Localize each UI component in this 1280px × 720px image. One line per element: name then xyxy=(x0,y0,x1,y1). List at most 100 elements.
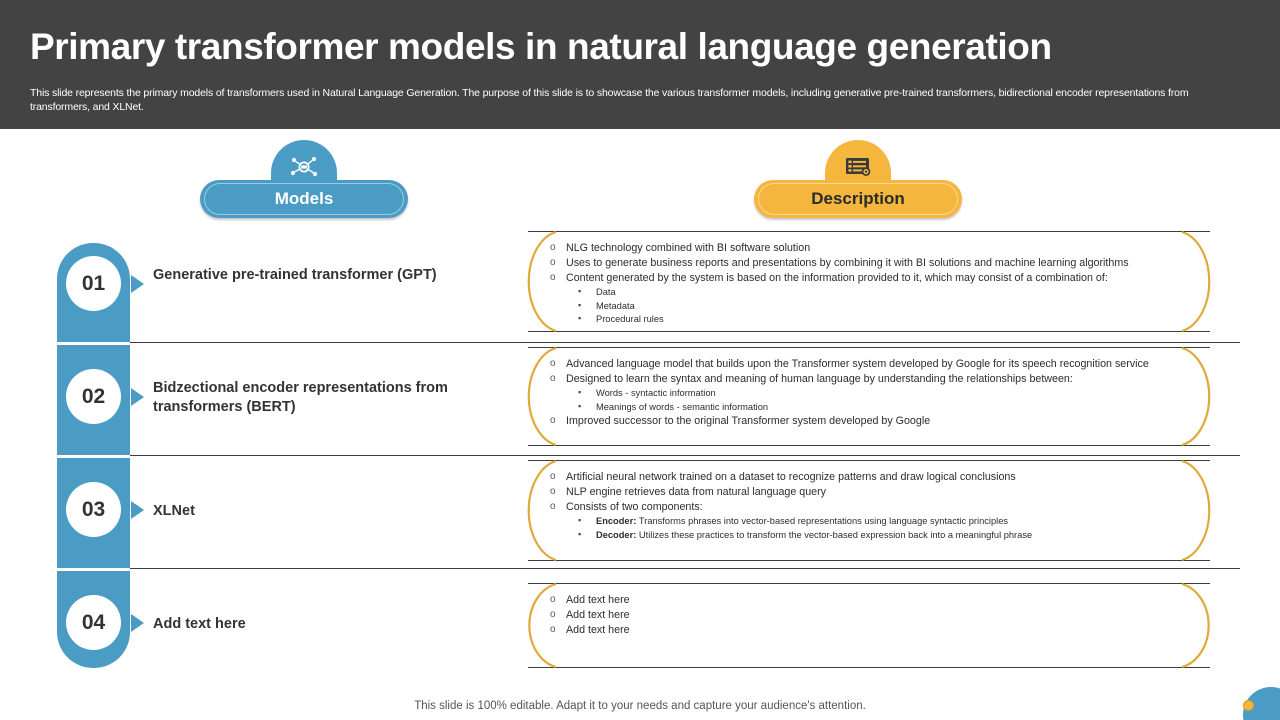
bullet-square-icon: ▪ xyxy=(578,313,582,324)
bullet-circle-icon: o xyxy=(550,486,556,498)
bullet-square-icon: ▪ xyxy=(578,400,582,411)
list-item-text: Metadata xyxy=(596,300,635,311)
list-item-text: Decoder: Utilizes these practices to tra… xyxy=(596,529,1033,540)
card-arc-right xyxy=(1180,347,1240,446)
page-title: Primary transformer models in natural la… xyxy=(30,26,1052,67)
row-pointer-icon xyxy=(131,388,144,406)
row-number-badge: 04 xyxy=(66,595,121,650)
slide-header: Primary transformer models in natural la… xyxy=(0,0,1280,129)
bullet-circle-icon: o xyxy=(550,609,556,621)
row-model-label: Add text here xyxy=(153,616,246,632)
list-item: o Add text here xyxy=(526,608,1204,623)
rail-notch-3 xyxy=(57,568,130,571)
list-item: o NLG technology combined with BI softwar… xyxy=(526,241,1204,256)
bullet-square-icon: ▪ xyxy=(578,387,582,398)
bullet-square-icon: ▪ xyxy=(578,299,582,310)
card-bottom-rule xyxy=(528,445,1210,446)
card-top-rule xyxy=(528,460,1210,461)
row-model-label: Generative pre-trained transformer (GPT) xyxy=(153,267,437,283)
row-pointer-icon xyxy=(131,275,144,293)
list-item: o Consists of two components: xyxy=(526,500,1204,515)
card-arc-right xyxy=(1180,231,1240,332)
list-item: ▪ Procedural rules xyxy=(526,313,1204,327)
row-separator xyxy=(130,568,1240,569)
list-item-text: Procedural rules xyxy=(596,314,664,325)
row-separator xyxy=(130,342,1240,343)
bullet-circle-icon: o xyxy=(550,358,556,369)
list-item-text: Add text here xyxy=(566,624,630,637)
list-item-text: Advanced language model that builds upon… xyxy=(566,358,1149,370)
bullet-circle-icon: o xyxy=(550,471,556,482)
list-item: o Advanced language model that builds upo… xyxy=(526,357,1204,372)
card-top-rule xyxy=(528,347,1210,348)
list-item-text: Data xyxy=(596,287,616,298)
row-pointer-icon xyxy=(131,614,144,632)
row-number-badge: 02 xyxy=(66,369,121,424)
list-item-text: Uses to generate business reports and pr… xyxy=(566,257,1129,270)
list-item: ▪ Meanings of words - semantic informatio… xyxy=(526,401,1204,415)
card-bullet-list: o Advanced language model that builds upo… xyxy=(526,357,1204,429)
bullet-circle-icon: o xyxy=(550,242,556,253)
card-bottom-rule xyxy=(528,331,1210,332)
list-item: ▪ Metadata xyxy=(526,300,1204,314)
card-bottom-rule xyxy=(528,667,1210,668)
list-item: ▪ Words - syntactic information xyxy=(526,387,1204,401)
table-row: 02 Bidzectional encoder representations f… xyxy=(0,356,1280,468)
decoration-dot xyxy=(1243,700,1254,711)
list-item-text: Add text here xyxy=(566,609,630,622)
document-list-gear-icon xyxy=(846,158,871,176)
card-arc-left xyxy=(498,231,558,332)
rail-notch-2 xyxy=(57,455,130,458)
list-item: o Content generated by the system is base… xyxy=(526,271,1204,286)
rail-notch-1 xyxy=(57,342,130,345)
bullet-square-icon: ▪ xyxy=(578,528,582,539)
list-item: ▪ Encoder: Transforms phrases into vector… xyxy=(526,515,1204,529)
column-header-description[interactable]: Description xyxy=(754,140,962,220)
list-item-text: Improved successor to the original Trans… xyxy=(566,415,931,428)
bullet-square-icon: ▪ xyxy=(578,515,582,526)
description-card: o Advanced language model that builds upo… xyxy=(498,347,1240,446)
bullet-circle-icon: o xyxy=(550,501,556,513)
list-item-text: Designed to learn the syntax and meaning… xyxy=(566,373,1073,386)
list-item: o Add text here xyxy=(526,623,1204,638)
bullet-circle-icon: o xyxy=(550,415,556,427)
card-arc-left xyxy=(498,583,558,668)
list-item-text: Artificial neural network trained on a d… xyxy=(566,471,1016,483)
network-nodes-icon xyxy=(290,156,318,177)
bullet-circle-icon: o xyxy=(550,624,556,636)
list-item-text: Meanings of words - semantic information xyxy=(596,401,769,412)
row-model-label: XLNet xyxy=(153,503,195,519)
bullet-circle-icon: o xyxy=(550,257,556,269)
bullet-square-icon: ▪ xyxy=(578,286,582,297)
card-top-rule xyxy=(528,583,1210,584)
card-arc-left xyxy=(498,347,558,446)
list-item-text: Add text here xyxy=(566,594,630,606)
list-item-text: Words - syntactic information xyxy=(596,388,716,399)
list-item-text: Encoder: Transforms phrases into vector-… xyxy=(596,516,1009,527)
bullet-circle-icon: o xyxy=(550,272,556,284)
column-header-models[interactable]: Models xyxy=(200,140,408,220)
models-label: Models xyxy=(200,180,408,218)
list-item-text: NLG technology combined with BI software… xyxy=(566,242,811,254)
list-item-text: Content generated by the system is based… xyxy=(566,272,1108,285)
list-item: o Artificial neural network trained on a … xyxy=(526,470,1204,485)
list-item-text: Consists of two components: xyxy=(566,501,703,514)
row-model-label: Bidzectional encoder representations fro… xyxy=(153,380,448,415)
card-arc-right xyxy=(1180,583,1240,668)
card-bullet-list: o Artificial neural network trained on a … xyxy=(526,470,1204,542)
list-item: o Improved successor to the original Tran… xyxy=(526,414,1204,429)
card-arc-right xyxy=(1180,460,1240,561)
list-item: ▪ Data xyxy=(526,286,1204,300)
card-bottom-rule xyxy=(528,560,1210,561)
description-card: o NLG technology combined with BI softwar… xyxy=(498,231,1240,332)
footer-note: This slide is 100% editable. Adapt it to… xyxy=(414,700,866,712)
row-pointer-icon xyxy=(131,501,144,519)
row-separator xyxy=(130,455,1240,456)
